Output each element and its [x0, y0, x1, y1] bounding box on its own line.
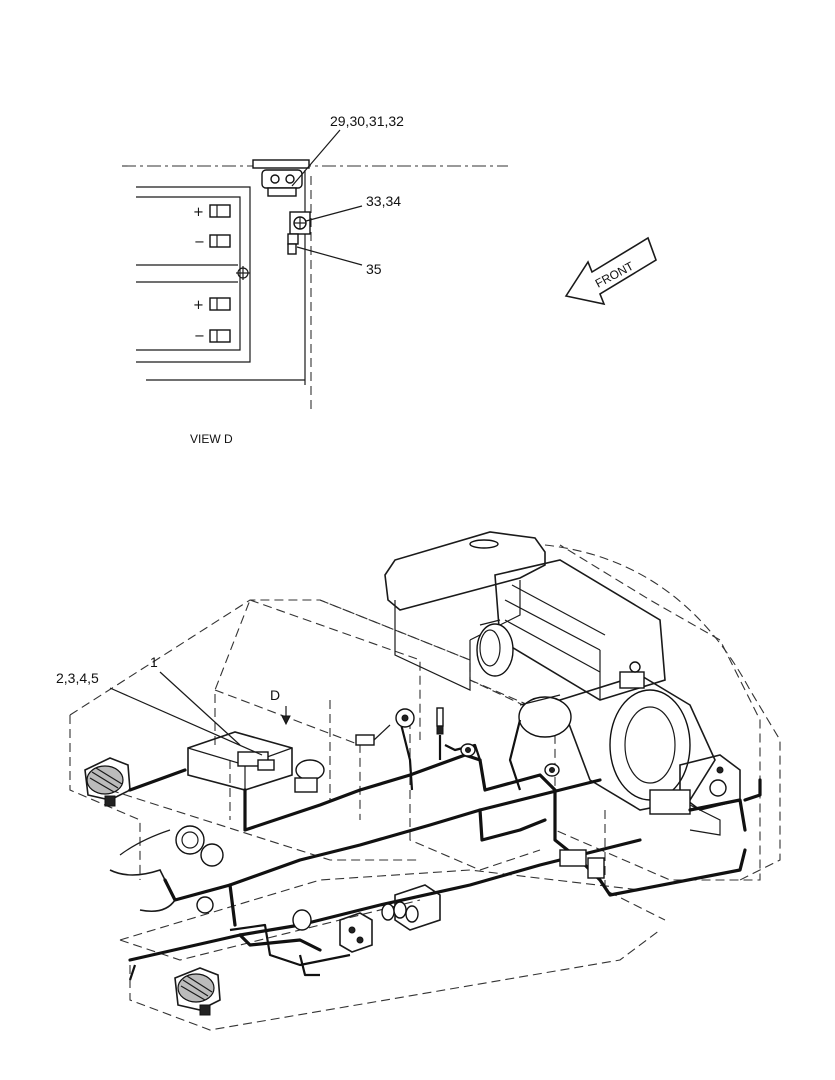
relay-group-icon: [381, 884, 441, 931]
sensor-icon: [395, 708, 415, 728]
svg-text:−: −: [194, 329, 205, 344]
svg-text:−: −: [194, 235, 205, 250]
sensor-icon: [460, 743, 476, 757]
svg-text:D: D: [270, 687, 280, 703]
callout-1: 1: [150, 654, 158, 670]
battery-terminal: −: [194, 329, 231, 344]
relay-box-icon: [559, 849, 605, 879]
view-d-caption: VIEW D: [190, 432, 233, 446]
engine-icon: [518, 661, 716, 811]
callout-35: 35: [366, 261, 382, 277]
svg-text:+: +: [193, 298, 204, 313]
callout-2-5: 2,3,4,5: [56, 670, 99, 686]
callout-29-32: 29,30,31,32: [330, 113, 404, 129]
fuse-icon: [287, 243, 297, 255]
front-arrow-icon: FRONT: [564, 236, 657, 306]
connector-icon: [355, 724, 391, 746]
wiring-harness: [128, 719, 762, 981]
battery-relay-main-icon: [294, 759, 325, 793]
connector-icon: [292, 909, 312, 931]
view-d-marker: D: [270, 687, 291, 726]
pressure-switch-icon: [436, 707, 444, 735]
callout-33-34: 33,34: [366, 193, 401, 209]
battery-terminal: +: [193, 297, 231, 313]
view-d-detail: + − + −: [122, 113, 508, 446]
controller-box-icon: [339, 912, 373, 953]
battery-terminal: +: [193, 204, 231, 220]
svg-text:+: +: [193, 205, 204, 220]
battery-terminal: −: [194, 234, 231, 250]
machine-isometric-view: D 1 2,3,4,5: [56, 531, 781, 1031]
battery-icon: [187, 731, 293, 791]
sensor-icon: [544, 763, 560, 777]
pump-icon: [649, 754, 741, 836]
battery-switch-icon: [287, 211, 311, 245]
work-light-bottom-icon: [174, 967, 221, 1016]
battery-relay-icon: [252, 159, 310, 197]
connector-icon: [196, 896, 214, 914]
air-cleaner-icon: [476, 619, 514, 677]
